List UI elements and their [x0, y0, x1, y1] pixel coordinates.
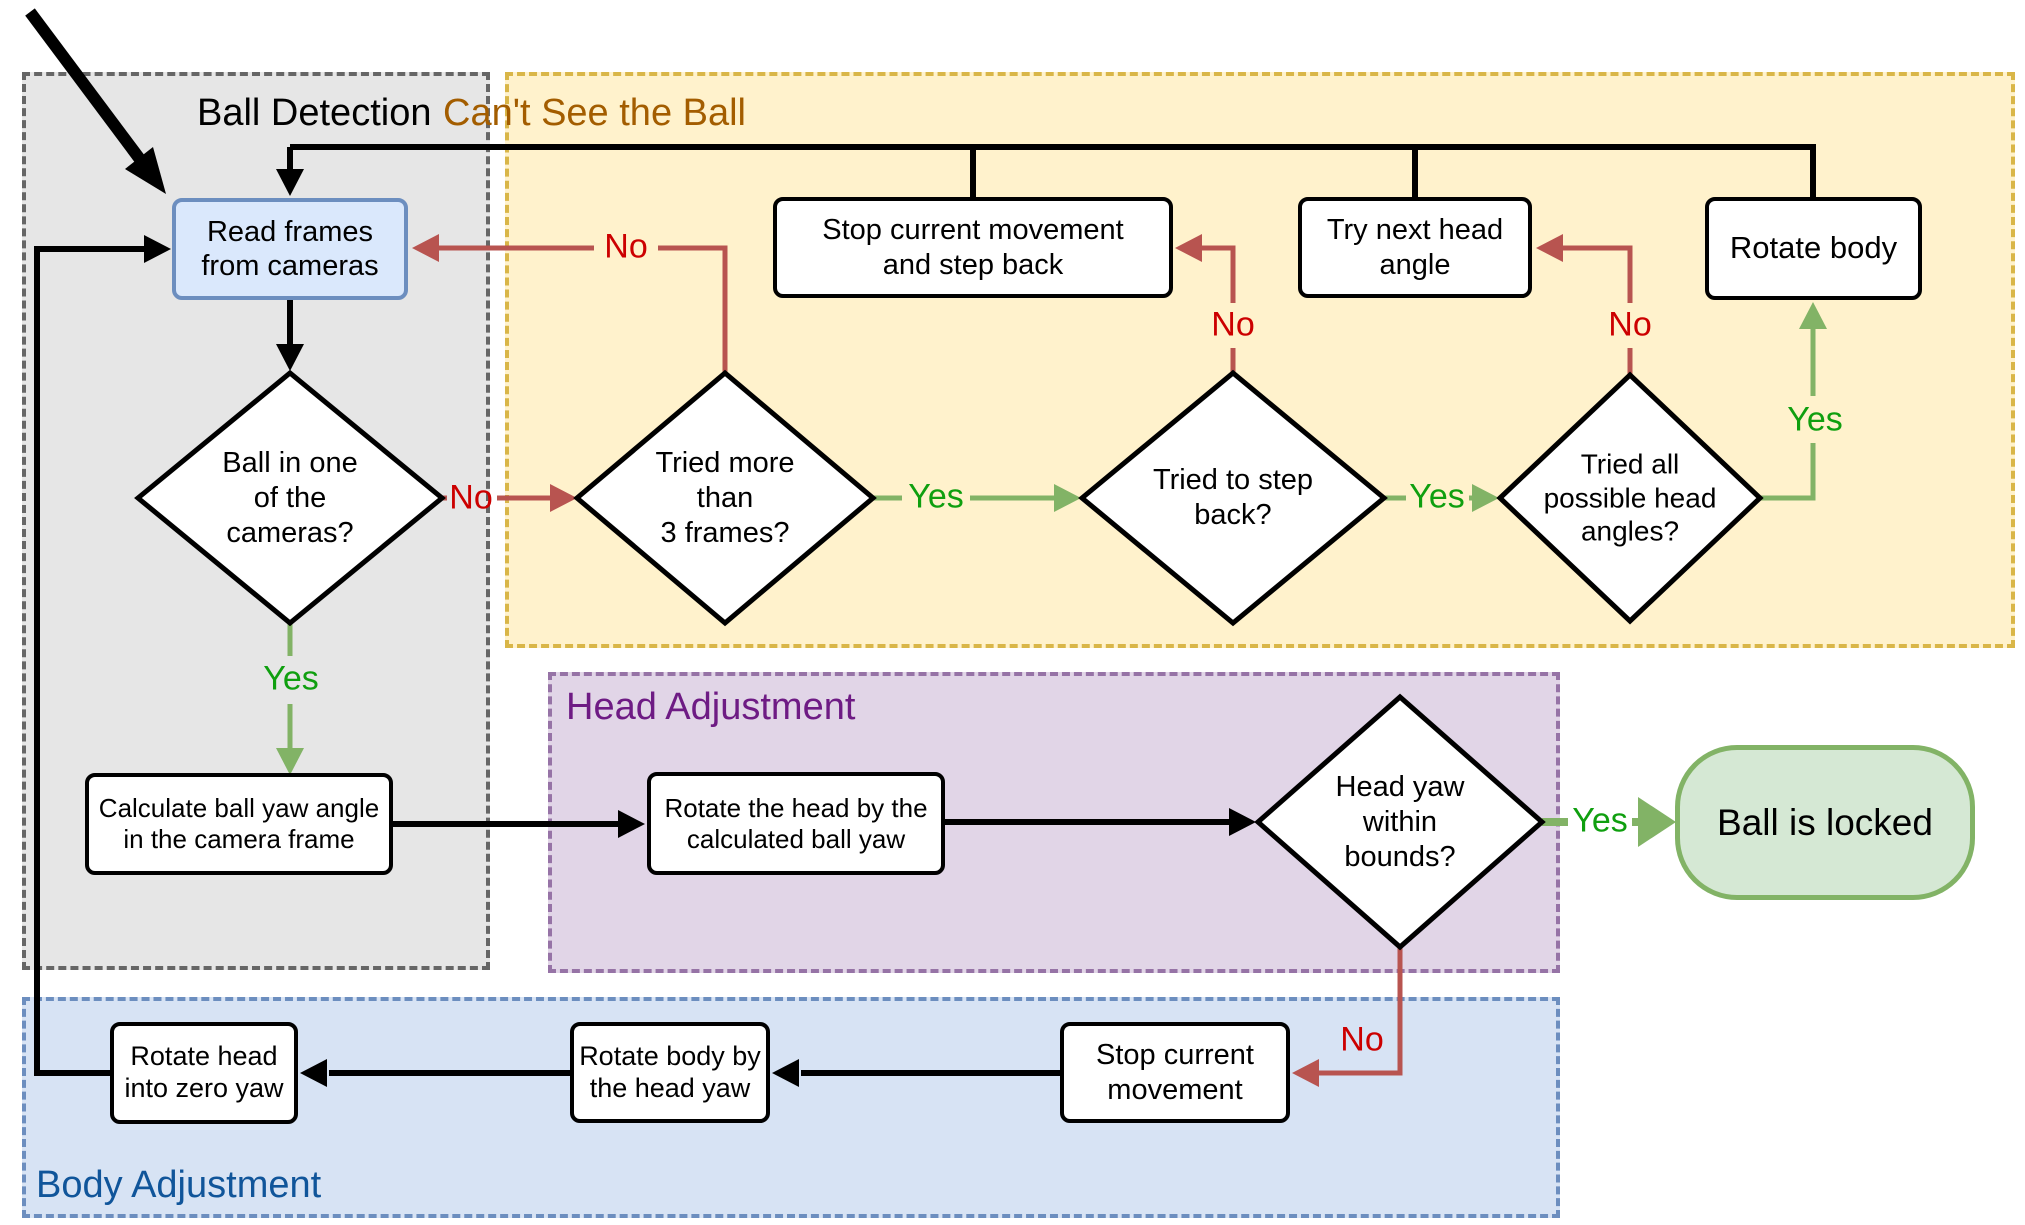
region-title-body-adjustment: Body Adjustment [36, 1164, 322, 1206]
edge-merge-top-line [287, 144, 1816, 197]
edge-all-angles-yes-to-rotate-body [1760, 302, 1827, 501]
node-read-frames: Read frames from cameras [172, 198, 408, 300]
edge-rotate-body-by-to-rotate-head-zero [300, 1059, 570, 1087]
edge-label-yes-head-yaw: Yes [1572, 801, 1628, 840]
edge-tried3-no-to-read-frames [412, 234, 728, 373]
decision-tried3-label: Tried more than 3 frames? [655, 446, 795, 549]
edge-rotate-head-to-head-yaw [945, 808, 1256, 836]
edge-head-yaw-yes-to-ball-locked [1542, 797, 1676, 847]
decision-head-yaw-label: Head yaw within bounds? [1335, 770, 1465, 873]
edge-start-arrow [25, 8, 166, 194]
arrowhead-into-read-frames-top [276, 169, 304, 196]
node-stop-step-back: Stop current movement and step back [773, 197, 1173, 298]
edge-stop-current-to-rotate-body-by [772, 1059, 1060, 1087]
decision-all-angles-shape [1496, 371, 1764, 625]
edge-label-yes-ball-in-cameras: Yes [263, 659, 319, 698]
decision-head-yaw-shape [1254, 693, 1546, 951]
edge-label-yes-step-back: Yes [1409, 477, 1465, 516]
edge-label-no-step-back: No [1211, 305, 1255, 344]
region-title-head-adjustment: Head Adjustment [566, 686, 856, 728]
edge-label-no-tried3: No [604, 227, 648, 266]
region-title-cant-see-ball: Can't See the Ball [443, 92, 746, 134]
node-rotate-head-by: Rotate the head by the calculated ball y… [647, 772, 945, 875]
edge-loop-back-to-read-frames [34, 235, 171, 1076]
edge-ball-in-cameras-yes-to-calc-yaw [276, 623, 304, 775]
decision-shapes [134, 369, 1764, 951]
node-rotate-head-zero: Rotate head into zero yaw [110, 1022, 298, 1124]
decision-step-back-label: Tried to step back? [1152, 464, 1314, 531]
node-rotate-body: Rotate body [1705, 197, 1922, 300]
region-title-ball-detection: Ball Detection [197, 92, 432, 134]
decision-all-angles-label: Tried all possible head angles? [1543, 448, 1717, 547]
decision-step-back-shape [1078, 369, 1388, 627]
edge-head-yaw-no-to-stop-current [1292, 947, 1403, 1087]
decision-ball-in-cameras-label: Ball in one of the cameras? [222, 446, 358, 549]
decision-ball-in-cameras-shape [134, 369, 446, 627]
edge-label-no-ball-in-cameras: No [449, 478, 493, 517]
node-rotate-body-by: Rotate body by the head yaw [570, 1022, 770, 1123]
node-try-next-head: Try next head angle [1298, 197, 1532, 298]
edge-label-yes-tried3: Yes [908, 477, 964, 516]
decision-tried3-shape [573, 369, 877, 627]
edge-label-no-all-angles: No [1608, 305, 1652, 344]
node-stop-current: Stop current movement [1060, 1022, 1290, 1123]
edge-calc-yaw-to-rotate-head [390, 810, 645, 838]
edge-all-angles-no-to-try-next-head [1536, 234, 1633, 375]
edge-step-back-no-to-stop-step-back [1175, 234, 1236, 373]
edge-label-no-head-yaw: No [1340, 1020, 1384, 1059]
node-ball-locked: Ball is locked [1675, 745, 1975, 900]
edge-tried3-yes-to-step-back [873, 484, 1081, 512]
node-calc-yaw: Calculate ball yaw angle in the camera f… [85, 773, 393, 875]
edge-label-yes-all-angles: Yes [1787, 400, 1843, 439]
edge-read-frames-to-ball-in-cameras [276, 300, 304, 371]
